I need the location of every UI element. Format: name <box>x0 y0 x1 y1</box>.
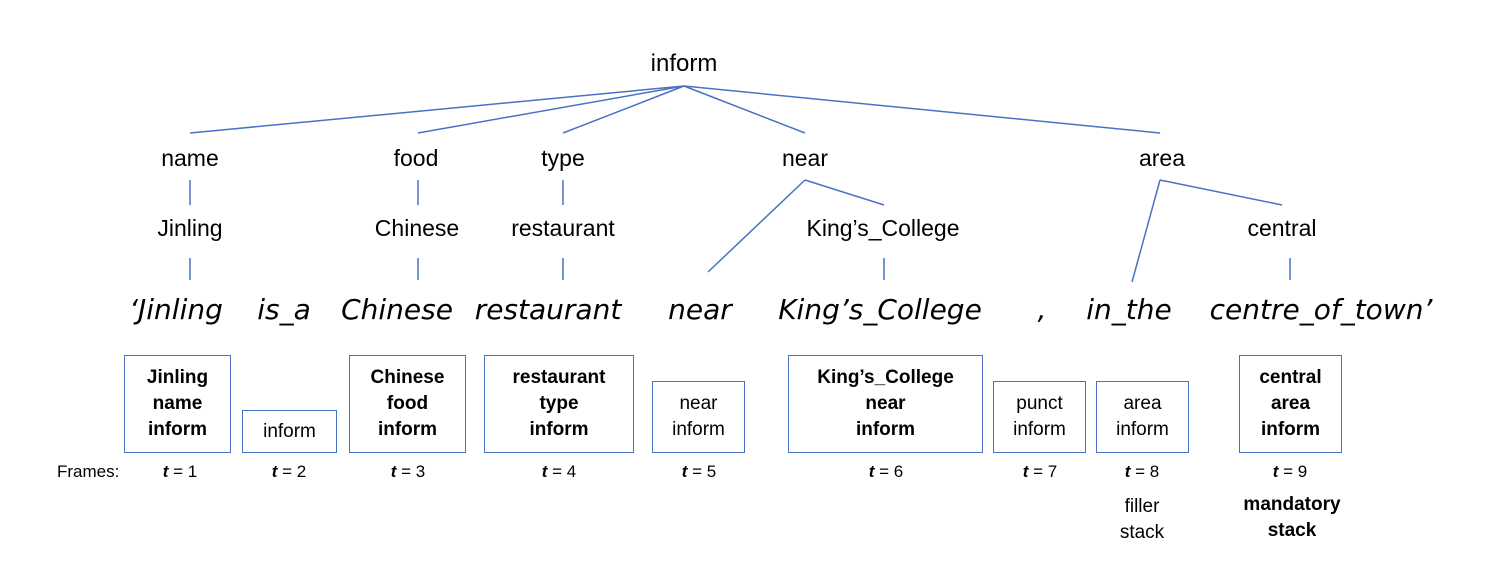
frame-5-line-1: near <box>679 393 718 414</box>
frame-9-line-1: central <box>1259 367 1322 388</box>
timestep-1: t = 1 <box>163 462 198 482</box>
frame-3-line-2: food <box>386 393 429 414</box>
timestep-5-var: t <box>681 462 688 481</box>
frame-4-line-3: inform <box>529 419 589 440</box>
slot-near: near <box>781 145 829 171</box>
root-node: inform <box>650 50 718 77</box>
value-restaurant: restaurant <box>511 215 615 241</box>
timestep-7: t = 7 <box>1023 462 1058 482</box>
word-7: , <box>1037 293 1047 326</box>
edge-root-area <box>683 85 1161 134</box>
timestep-4: t = 4 <box>542 462 577 482</box>
timestep-9-value: = 9 <box>1278 462 1308 481</box>
edge-root-food <box>417 85 685 134</box>
frame-6-line-3: inform <box>855 419 916 440</box>
frame-4-line-1: restaurant <box>512 367 606 388</box>
frame-9-line-2: area <box>1270 393 1311 414</box>
filler-stack-label: filler stack <box>1120 494 1164 546</box>
timestep-4-value: = 4 <box>547 462 577 481</box>
timestep-3-value: = 3 <box>396 462 426 481</box>
filler-stack-line-2: stack <box>1119 522 1165 543</box>
edge-area-value <box>1159 179 1283 206</box>
edge-area-word <box>1131 179 1161 283</box>
timestep-9: t = 9 <box>1273 462 1308 482</box>
frame-box-7: punct inform <box>993 381 1086 453</box>
slot-area: area <box>1138 145 1186 171</box>
timestep-3-var: t <box>390 462 397 481</box>
timestep-8-value: = 8 <box>1130 462 1160 481</box>
frame-6-line-1: King’s_College <box>817 367 954 388</box>
timestep-1-var: t <box>162 462 169 481</box>
timestep-6: t = 6 <box>869 462 904 482</box>
word-8: in_the <box>1086 293 1172 326</box>
frame-box-3: Chinese food inform <box>349 355 466 453</box>
timestep-8-var: t <box>1124 462 1131 481</box>
value-jinling: Jinling <box>157 215 223 241</box>
frame-7-line-1: punct <box>1016 393 1063 414</box>
timestep-2: t = 2 <box>272 462 307 482</box>
mandatory-stack-label: mandatory stack <box>1243 492 1340 544</box>
timestep-2-var: t <box>271 462 278 481</box>
filler-stack-line-1: filler <box>1124 496 1160 517</box>
frames-label: Frames: <box>57 462 120 481</box>
slot-type: type <box>541 145 585 171</box>
frame-7-line-2: inform <box>1013 419 1066 440</box>
frame-9-line-3: inform <box>1260 419 1321 440</box>
frame-3-line-1: Chinese <box>370 367 445 388</box>
frame-1-line-3: inform <box>147 419 208 440</box>
frame-2-line-1: inform <box>263 420 316 442</box>
edge-near-value <box>804 179 885 206</box>
frame-6-line-2: near <box>865 393 906 414</box>
mandatory-stack-line-2: stack <box>1267 520 1317 541</box>
timestep-8: t = 8 <box>1125 462 1160 482</box>
timestep-3: t = 3 <box>391 462 426 482</box>
slot-name: name <box>161 145 219 171</box>
word-3: Chinese <box>341 293 453 326</box>
value-chinese: Chinese <box>374 215 460 241</box>
frame-box-2: inform <box>242 410 337 453</box>
timestep-7-var: t <box>1022 462 1029 481</box>
timestep-1-value: = 1 <box>168 462 198 481</box>
frame-8-line-1: area <box>1123 393 1162 414</box>
timestep-2-value: = 2 <box>277 462 307 481</box>
value-kings-college: King’s_College <box>806 215 960 241</box>
frame-box-1: Jinling name inform <box>124 355 231 453</box>
frame-box-8: area inform <box>1096 381 1189 453</box>
frame-1-line-2: name <box>152 393 203 414</box>
frame-box-5: near inform <box>652 381 745 453</box>
timestep-6-var: t <box>868 462 875 481</box>
edge-near-word <box>707 179 806 273</box>
word-4: restaurant <box>474 293 622 326</box>
timestep-6-value: = 6 <box>874 462 904 481</box>
frame-1-line-1: Jinling <box>146 367 209 388</box>
frame-3-line-3: inform <box>377 419 438 440</box>
timestep-7-value: = 7 <box>1028 462 1058 481</box>
word-5: near <box>668 293 732 326</box>
frame-4-line-2: type <box>539 393 579 414</box>
timestep-5-value: = 5 <box>687 462 717 481</box>
frame-box-6: King’s_College near inform <box>788 355 983 453</box>
value-central: central <box>1247 215 1317 241</box>
edge-root-name <box>189 85 685 134</box>
timestep-5: t = 5 <box>682 462 717 482</box>
timestep-9-var: t <box>1272 462 1279 481</box>
frame-8-line-2: inform <box>1116 419 1169 440</box>
frame-box-9: central area inform <box>1239 355 1342 453</box>
slot-food: food <box>393 145 439 171</box>
edge-root-near <box>683 85 806 134</box>
mandatory-stack-line-1: mandatory <box>1243 494 1341 515</box>
frame-box-4: restaurant type inform <box>484 355 634 453</box>
edge-root-type <box>562 85 685 134</box>
frame-5-line-2: inform <box>672 419 725 440</box>
word-2: is_a <box>257 293 311 326</box>
word-9: centre_of_town’ <box>1209 293 1433 326</box>
word-1: ‘Jinling <box>129 293 223 326</box>
timestep-4-var: t <box>541 462 548 481</box>
word-6: King’s_College <box>778 293 982 326</box>
